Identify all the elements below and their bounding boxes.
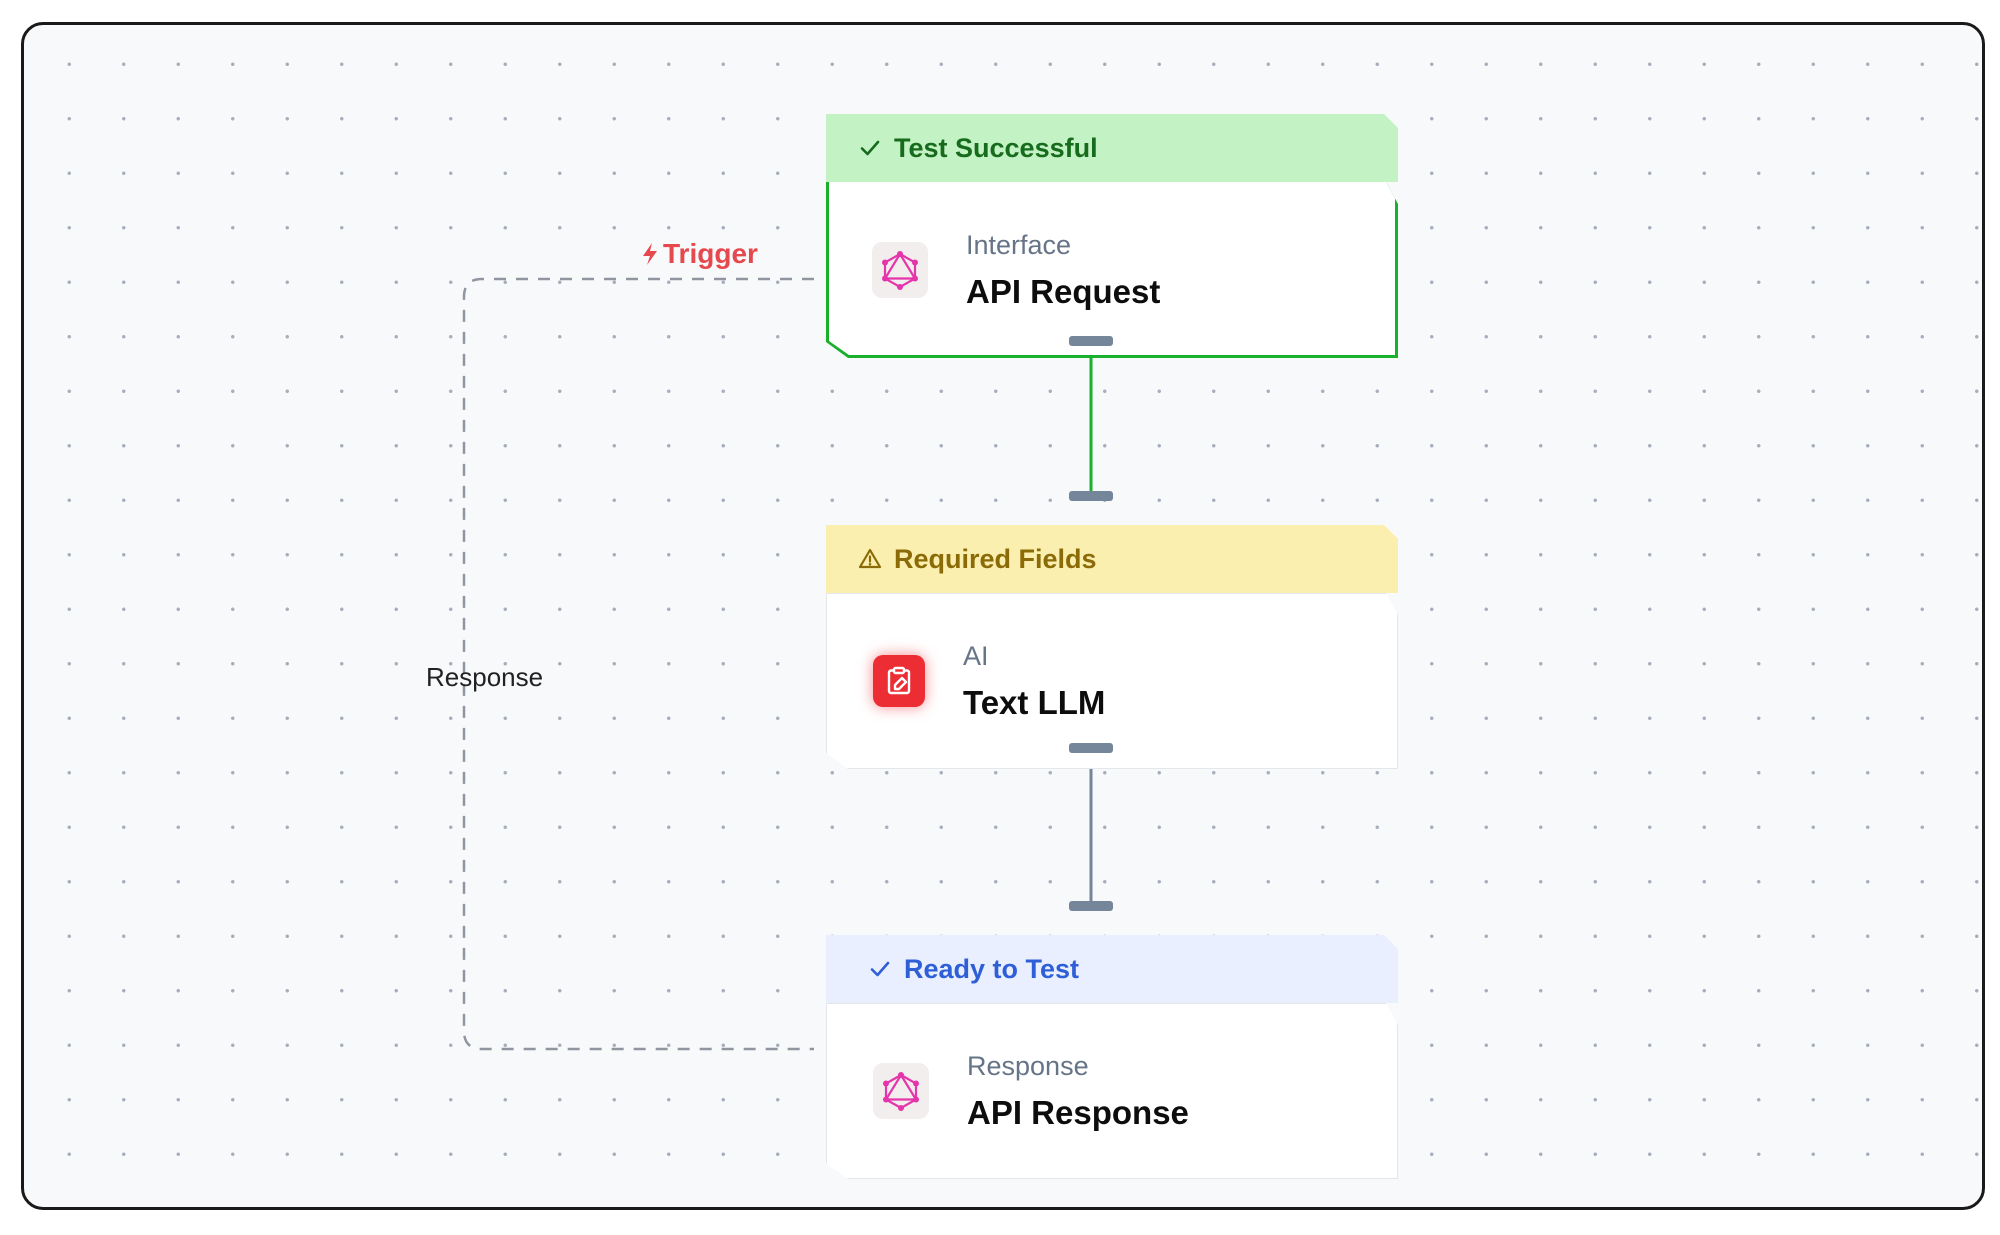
check-icon: [858, 136, 882, 160]
workflow-canvas[interactable]: Trigger Response Test Successful: [21, 22, 1985, 1210]
node-title: API Response: [967, 1094, 1189, 1131]
response-edge-dashed[interactable]: [462, 277, 814, 1051]
node-api-response[interactable]: Ready to Test Response API: [826, 935, 1398, 1179]
response-edge-label: Response: [426, 662, 544, 692]
node-title: Text LLM: [963, 684, 1106, 721]
warning-icon: [858, 547, 882, 571]
connections-layer: [462, 277, 1093, 1051]
node-api-request[interactable]: Test Successful Interface: [826, 114, 1398, 358]
node-category: Response: [967, 1051, 1089, 1081]
node-card[interactable]: Response API Response: [826, 1003, 1398, 1179]
input-handle-text-llm[interactable]: [1069, 491, 1113, 501]
node-card[interactable]: Interface API Request: [826, 182, 1398, 358]
status-bar-success: Test Successful: [826, 114, 1398, 182]
trigger-edge-label: Trigger: [641, 240, 758, 268]
output-handle-text-llm[interactable]: [1069, 743, 1113, 753]
node-category: AI: [963, 641, 989, 671]
status-bar-ready: Ready to Test: [826, 935, 1398, 1003]
node-title: API Request: [966, 273, 1161, 310]
clipboard-edit-icon: [873, 655, 925, 707]
status-text: Ready to Test: [904, 953, 1080, 984]
input-handle-api-response[interactable]: [1069, 901, 1113, 911]
status-text: Required Fields: [894, 543, 1097, 574]
node-category: Interface: [966, 230, 1072, 260]
status-bar-warning: Required Fields: [826, 525, 1398, 593]
node-card[interactable]: AI Text LLM: [826, 593, 1398, 769]
graphql-icon: [872, 242, 928, 298]
trigger-label-text: Trigger: [663, 238, 758, 269]
status-text: Test Successful: [894, 132, 1098, 163]
graphql-icon: [873, 1063, 929, 1119]
check-icon: [868, 957, 892, 981]
output-handle-api-request[interactable]: [1069, 336, 1113, 346]
lightning-icon: [643, 243, 657, 265]
node-text-llm[interactable]: Required Fields AI Text LLM: [826, 525, 1398, 769]
